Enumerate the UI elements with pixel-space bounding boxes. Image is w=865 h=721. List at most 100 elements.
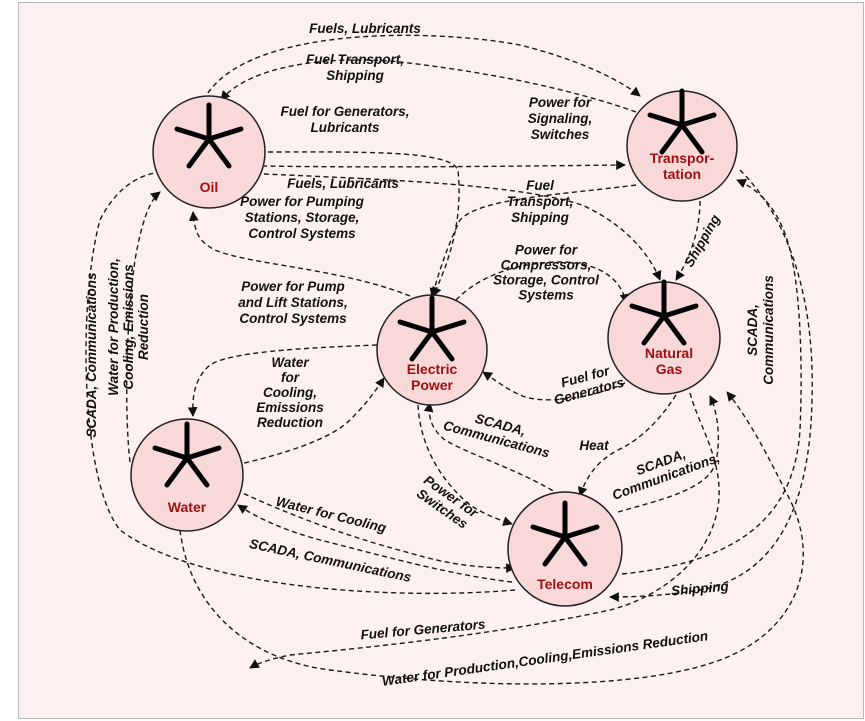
label-water-for-production-bottom: Water for Production,Cooling,Emissions R… [381,628,709,689]
arrow-telecom-to-transportation-scada [621,179,802,575]
label-power-for-pumping-line: Power for Pumping [240,194,365,209]
oil-label-line: Oil [200,179,219,195]
label-fuel-transport-shipping-mid-line: Transport, [507,194,574,209]
arrow-water-to-oil-production [126,191,161,463]
label-fuel-transport-shipping-top-line: Shipping [326,68,384,83]
label-power-for-signaling-line: Power for [529,95,592,110]
label-power-for-pumping-line: Stations, Storage, [245,210,360,225]
label-water-for-cooling-emissions-line: Water [271,355,309,370]
electric-power-label-line: Power [411,377,454,393]
arrow-gas-to-telecom-heat [577,394,677,497]
oil-label: Oil [200,179,219,195]
label-water-for-cooling-emissions-line: for [281,370,300,385]
electric-power-label-line: Electric [407,361,458,377]
transportation-label-line: tation [663,166,701,182]
natural-gas-label-line: Natural [645,345,693,361]
node-water: Water [130,418,244,532]
label-scada-left: SCADA, Communications [84,272,99,438]
arrow-oil-to-transportation-fuels [199,34,641,109]
arrow-gas-to-telecom-fuel [249,392,720,669]
arrow-transportation-to-gas-shipping [675,200,701,281]
node-telecom: Telecom [507,491,623,607]
flow-arrows [85,34,813,685]
label-fuel-for-generators-lubricants-line: Lubricants [310,120,380,135]
arrow-oil-to-gas-fuels-lubricants [263,173,662,281]
arrow-electric-to-gas-compressors [455,261,630,304]
arrow-transportation-to-oil-shipping [220,59,637,113]
water-label: Water [168,499,207,515]
label-water-for-cooling-emissions-line: Emissions [256,400,324,415]
arrow-electric-to-oil-pumping [188,211,411,297]
label-fuels-lubricants-top: Fuels, Lubricants [309,21,421,36]
label-power-for-pump-lift-line: and Lift Stations, [238,295,348,310]
telecom-circle [507,491,623,607]
oil-circle [152,95,266,209]
label-fuels-lubricants-mid: Fuels, Lubricants [287,176,399,191]
arrow-telecom-to-oil-scada [85,166,516,595]
label-heat-line: Heat [579,438,609,453]
water-label-line: Water [168,499,207,515]
transportation-asterisk-icon [647,88,717,155]
label-power-for-signaling-line: Switches [531,127,590,142]
label-shipping-bottom: Shipping [670,578,730,598]
label-power-for-pump-lift-line: Control Systems [239,311,347,326]
label-power-for-pump-lift-line: Power for Pump [241,279,345,294]
arrow-electric-to-transportation-signaling [261,160,626,170]
label-fuel-for-generators-lubricants-line: Fuel for Generators, [280,104,409,119]
label-scada-comm-water: SCADA, Communications [248,536,413,585]
label-power-for-switches: Power forSwitches [412,472,481,533]
telecom-label-line: Telecom [537,576,593,592]
natural-gas-label-line: Gas [656,361,683,377]
label-water-for-cooling-emissions-line: Reduction [257,415,323,430]
arrow-electric-to-water-pump-lift [187,344,378,417]
label-fuel-for-generators-lubricants: Fuel for Generators,Lubricants [280,104,409,135]
label-scada-right-line: Communications [761,275,776,385]
label-scada-comm-telecom-gas: SCADA,Communications, [605,436,722,503]
arrow-water-to-telecom-cooling [235,489,516,573]
label-water-for-production-vertical-line: Cooling, Emissions [121,264,136,390]
transportation-label-line: Transpor- [650,150,715,166]
label-fuels-lubricants-top-line: Fuels, Lubricants [309,21,421,36]
arrow-telecom-to-electric-scada [423,402,561,496]
label-power-for-signaling-line: Signaling, [528,111,593,126]
label-water-for-production-vertical: Water for Production,Cooling, EmissionsR… [106,258,151,396]
label-shipping-diag-line: Shipping [681,211,723,269]
label-scada-comm-water-line: SCADA, Communications [248,536,413,585]
label-fuel-transport-shipping-top: Fuel Transport,Shipping [306,52,404,83]
oil-asterisk-icon [174,102,244,169]
label-water-for-production-vertical-line: Water for Production, [106,258,121,396]
label-water-for-production-bottom-line: Water for Production,Cooling,Emissions R… [381,628,709,689]
arrow-transportation-to-electric-fuel-transport [429,184,637,298]
water-asterisk-icon [152,421,222,488]
arrow-telecom-to-gas-scada [617,395,720,513]
natural-gas-asterisk-icon [629,279,699,346]
label-fuel-for-generators-bottom-line: Fuel for Generators [360,617,487,643]
label-power-for-compressors-line: Systems [518,288,574,303]
label-scada-comm-center: SCADA,Communications [442,403,556,460]
transportation-label: Transpor-tation [650,150,715,182]
label-scada-right-line: SCADA, [745,304,760,356]
arrow-oil-to-electric-fuel-for-generators [267,151,460,297]
label-fuel-for-generators-gas: Fuel forGenerators [548,360,626,408]
electric-power-asterisk-icon [397,295,467,362]
label-scada-left-line: SCADA, Communications [84,272,99,438]
arrow-gas-to-electric-fuel [482,371,641,401]
node-transportation: Transpor-tation [626,88,738,202]
telecom-label: Telecom [537,576,593,592]
arrow-transportation-to-telecom-shipping [609,169,813,602]
label-power-for-compressors-line: Compressors, [501,258,592,273]
label-water-for-cooling-emissions-line: Cooling, [263,385,317,400]
node-oil: Oil [152,95,266,209]
label-fuels-lubricants-mid-line: Fuels, Lubricants [287,176,399,191]
label-scada-right: SCADA,Communications [745,275,776,385]
